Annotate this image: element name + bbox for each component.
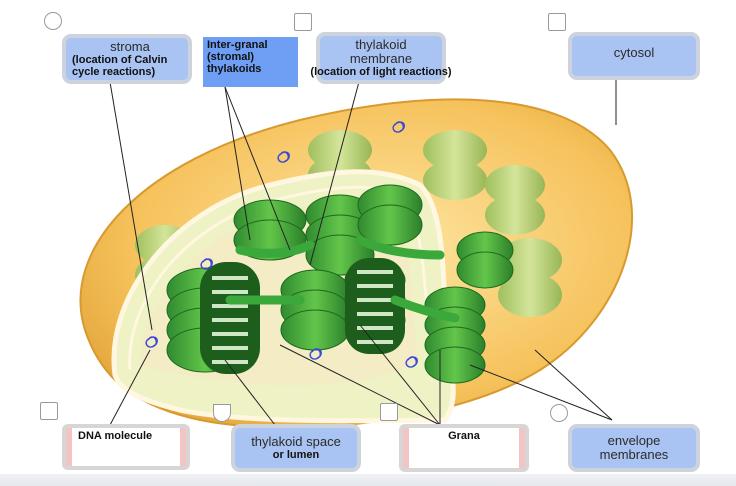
label-thylakoid-membrane-main: thylakoid membrane bbox=[341, 38, 421, 66]
label-stroma-main: stroma bbox=[110, 40, 150, 54]
label-thylakoid-space-main: thylakoid space bbox=[251, 435, 341, 449]
label-thylakoid-membrane[interactable]: thylakoid membrane (location of light re… bbox=[316, 32, 446, 84]
drop-target-3[interactable] bbox=[548, 13, 566, 31]
label-dna-molecule-text: DNA molecule bbox=[66, 428, 186, 466]
drop-target-1[interactable] bbox=[44, 12, 62, 30]
label-thylakoid-membrane-sub: (location of light reactions) bbox=[310, 66, 451, 78]
label-inter-granal[interactable]: Inter-granal (stromal) thylakoids bbox=[203, 37, 298, 87]
label-cytosol-main: cytosol bbox=[614, 46, 654, 60]
label-thylakoid-space-sub: or lumen bbox=[273, 449, 319, 461]
drop-target-6[interactable] bbox=[380, 403, 398, 421]
label-dna-molecule[interactable]: DNA molecule bbox=[62, 424, 190, 470]
label-stroma[interactable]: stroma (location of Calvin cycle reactio… bbox=[62, 34, 192, 84]
label-thylakoid-space[interactable]: thylakoid space or lumen bbox=[231, 424, 361, 472]
label-stroma-sub: (location of Calvin cycle reactions) bbox=[72, 54, 188, 78]
drop-target-5[interactable] bbox=[213, 404, 231, 422]
label-envelope-membranes-main: envelope membranes bbox=[589, 434, 679, 462]
drop-target-4[interactable] bbox=[40, 402, 58, 420]
drop-target-2[interactable] bbox=[294, 13, 312, 31]
label-grana[interactable]: Grana bbox=[399, 424, 529, 472]
bottom-scroll-strip bbox=[0, 474, 736, 486]
label-grana-text: Grana bbox=[403, 428, 525, 468]
label-cytosol[interactable]: cytosol bbox=[568, 32, 700, 80]
drop-target-7[interactable] bbox=[550, 404, 568, 422]
label-envelope-membranes[interactable]: envelope membranes bbox=[568, 424, 700, 472]
